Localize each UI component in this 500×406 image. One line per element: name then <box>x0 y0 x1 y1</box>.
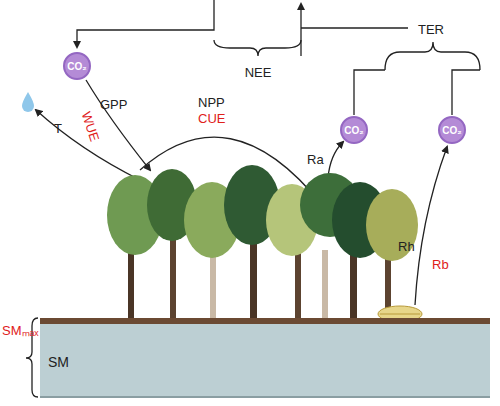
flux-label: TER <box>418 23 444 36</box>
rate-label: Rb <box>432 258 449 271</box>
co2-label: CO₂ <box>67 61 86 72</box>
co2-label: CO₂ <box>344 125 363 136</box>
flux-label: GPP <box>100 98 127 111</box>
flux-label: Ra <box>307 153 324 166</box>
co2-label: CO₂ <box>442 125 461 136</box>
co2-circle: CO₂ <box>340 116 368 144</box>
flux-label: T <box>54 122 62 135</box>
efficiency-label: WUE <box>80 110 102 143</box>
co2-circle: CO₂ <box>63 52 91 80</box>
capacity-label: SMₘₐₓ <box>2 324 39 337</box>
flux-label: NEE <box>245 66 272 79</box>
flux-label: Rh <box>398 240 415 253</box>
soil-layer: SM <box>40 318 490 398</box>
efficiency-label: CUE <box>198 112 225 125</box>
co2-circle: CO₂ <box>438 116 466 144</box>
soil-label: SM <box>48 354 69 370</box>
flux-label: NPP <box>198 96 225 109</box>
